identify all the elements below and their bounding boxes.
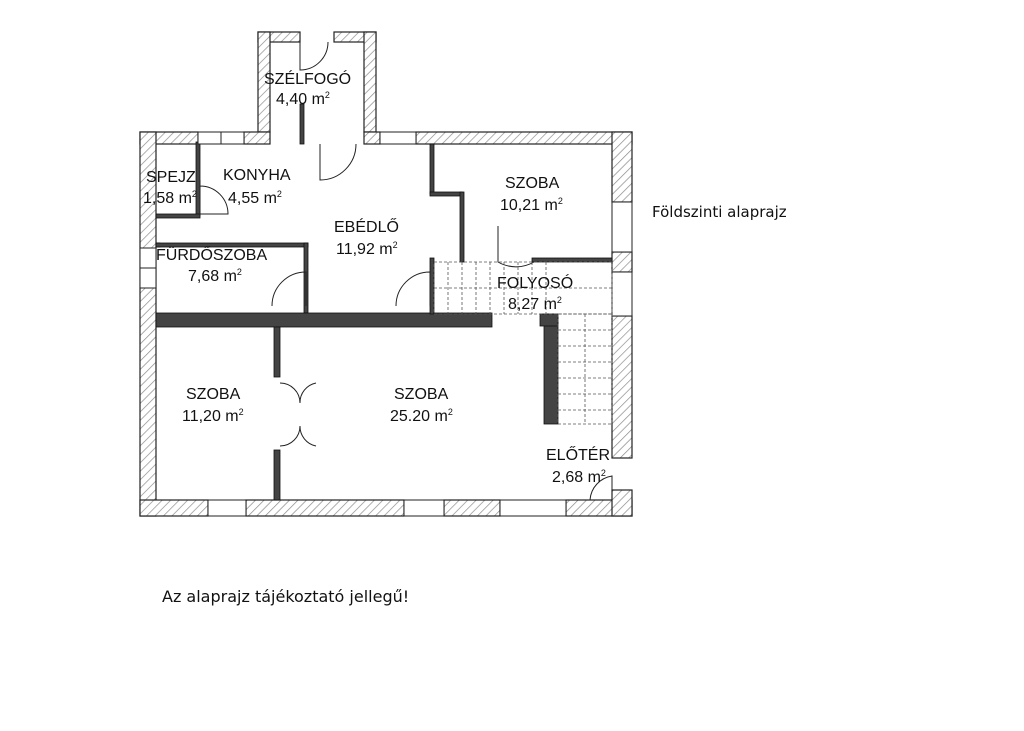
room-name: SZOBA xyxy=(505,175,560,192)
room-name: SZOBA xyxy=(186,386,241,403)
room-name: SZÉLFOGÓ xyxy=(264,69,351,88)
room-name: SZOBA xyxy=(394,386,449,403)
room-area: 25.20 m2 xyxy=(390,407,453,425)
plan-heading: Földszinti alaprajz xyxy=(652,203,787,221)
room-name: EBÉDLŐ xyxy=(334,217,399,236)
interior-walls xyxy=(155,103,613,501)
windows xyxy=(139,131,633,517)
room-area: 11,92 m2 xyxy=(336,240,398,258)
exterior-walls xyxy=(139,31,633,517)
room-name: FÜRDŐSZOBA xyxy=(156,245,267,264)
room-area: 11,20 m2 xyxy=(182,407,244,425)
room-area: 1,58 m2 xyxy=(143,189,197,207)
room-area: 10,21 m2 xyxy=(500,196,563,214)
room-labels: SZÉLFOGÓ 4,40 m2 SPEJZ 1,58 m2 KONYHA 4,… xyxy=(143,69,610,486)
staircase xyxy=(433,261,613,425)
room-name: SPEJZ xyxy=(146,169,196,186)
room-area: 4,55 m2 xyxy=(228,189,282,207)
room-area: 2,68 m2 xyxy=(552,468,606,486)
doors xyxy=(199,41,613,501)
room-area: 7,68 m2 xyxy=(188,267,242,285)
room-name: ELŐTÉR xyxy=(546,445,610,464)
disclaimer-note: Az alaprajz tájékoztató jellegű! xyxy=(162,587,410,606)
room-area: 4,40 m2 xyxy=(276,90,330,108)
room-area: 8,27 m2 xyxy=(508,295,562,313)
room-name: FOLYOSÓ xyxy=(497,273,573,292)
room-name: KONYHA xyxy=(223,167,291,184)
